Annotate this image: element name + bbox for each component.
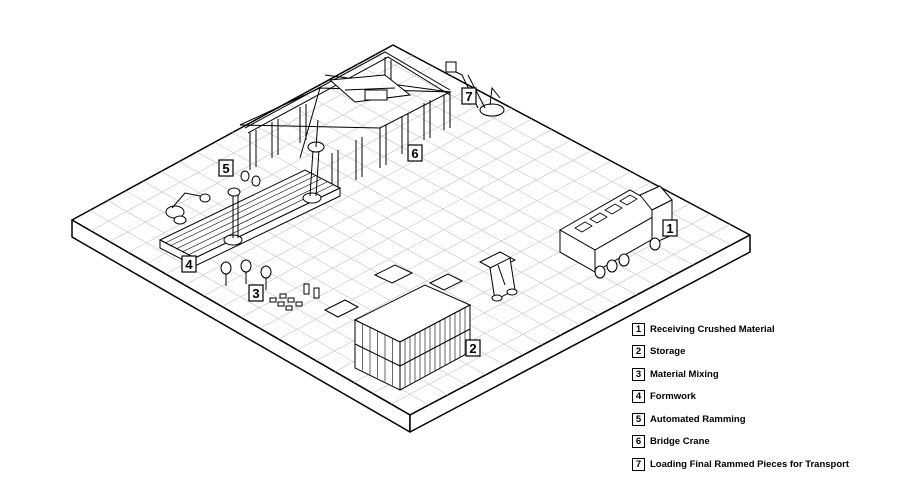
grid-line [391,224,731,405]
callout-2: 2 [465,339,481,357]
legend-item-7: 7 Loading Final Rammed Pieces for Transp… [632,453,912,476]
forklift [478,251,518,302]
legend-item-2: 2 Storage [632,341,912,364]
legend-number: 1 [632,322,645,336]
legend-label: Material Mixing [650,368,719,380]
callout-number: 2 [469,341,476,356]
callout-number: 1 [666,221,673,236]
callout-7: 7 [461,87,477,105]
storage-racks [323,264,472,391]
legend-label: Formwork [650,391,696,403]
legend-item-5: 5 Automated Ramming [632,408,912,431]
legend: 1 Receiving Crushed Material 2 Storage 3… [632,318,912,476]
legend-label: Storage [650,346,686,358]
legend-number: 7 [632,457,645,471]
legend-item-1: 1 Receiving Crushed Material [632,318,912,341]
callout-number: 3 [252,286,259,301]
legend-label: Automated Ramming [650,413,746,425]
legend-number: 2 [632,345,645,359]
legend-label: Bridge Crane [650,436,710,448]
legend-item-4: 4 Formwork [632,386,912,409]
callout-5: 5 [218,159,234,177]
legend-number: 5 [632,412,645,426]
mixing-station [220,259,320,311]
legend-number: 3 [632,367,645,381]
callout-4: 4 [181,255,197,273]
callout-number: 6 [411,146,418,161]
callout-6: 6 [407,144,423,162]
platform-right-face [409,234,751,433]
callout-number: 5 [222,161,229,176]
callout-number: 4 [185,257,193,272]
legend-label: Loading Final Rammed Pieces for Transpor… [650,458,850,470]
legend-number: 4 [632,390,645,404]
legend-item-3: 3 Material Mixing [632,363,912,386]
legend-item-6: 6 Bridge Crane [632,431,912,454]
legend-label: Receiving Crushed Material [650,323,775,335]
dump-truck [558,185,673,279]
callout-number: 7 [465,89,472,104]
callout-3: 3 [248,284,264,302]
callout-1: 1 [662,219,678,237]
legend-number: 6 [632,435,645,449]
bridge-crane [239,51,452,195]
callout-labels: 1 2 3 4 5 6 7 [181,87,678,357]
ramming-robots [165,119,325,246]
